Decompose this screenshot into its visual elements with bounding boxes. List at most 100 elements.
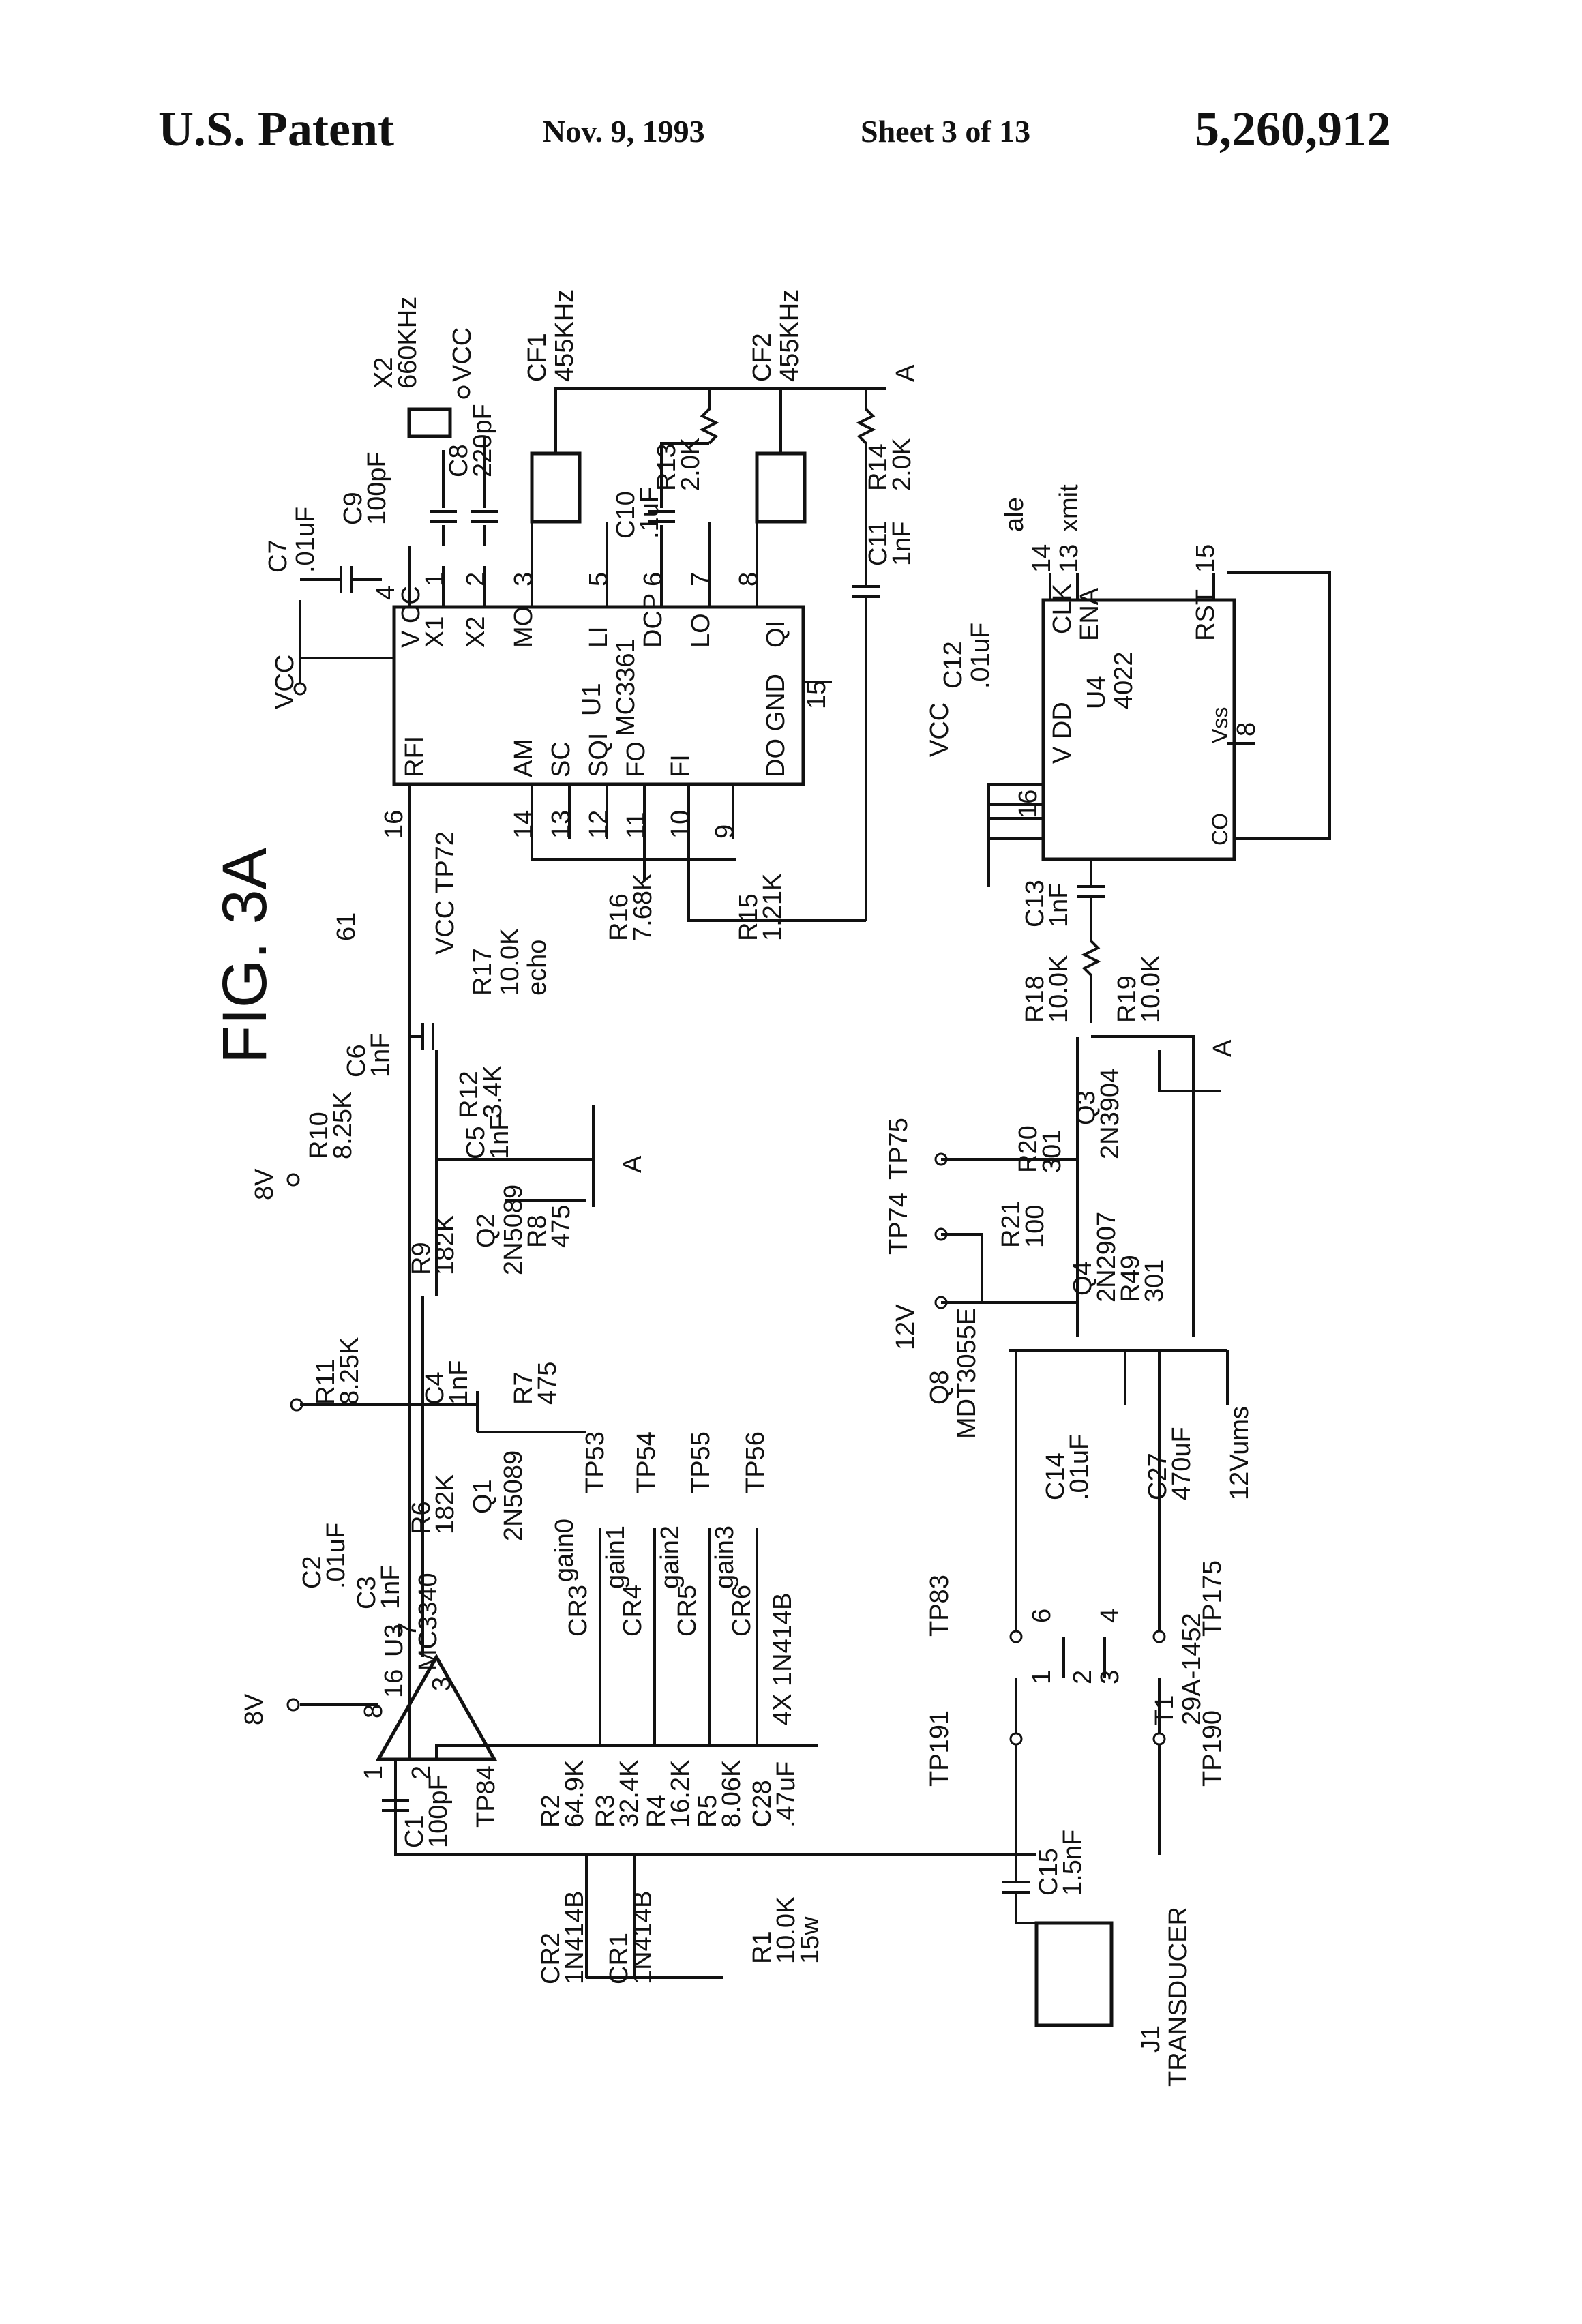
u1-do-gnd: DO GND (762, 674, 790, 777)
u4-pin-15: 15 (1191, 544, 1220, 573)
c1-value: 100pF (424, 1774, 453, 1848)
c13-label: C13 (1021, 880, 1049, 927)
r10-label: R10 (305, 1112, 333, 1159)
12v-label: 12V (891, 1304, 920, 1350)
c9-capacitor (430, 450, 457, 546)
c8-capacitor (471, 436, 498, 546)
q3-part: 2N3904 (1096, 1069, 1124, 1159)
driver-traces (941, 1035, 1221, 1337)
vcc-top-terminal (457, 385, 471, 399)
c5-value: 1nF (486, 1115, 514, 1159)
u1-x2: X2 (462, 616, 490, 648)
r10-value: 8.25K (329, 1092, 357, 1159)
filter-traces (531, 387, 886, 566)
u3-pin-1: 1 (359, 1766, 388, 1780)
r21-value: 100 (1021, 1205, 1049, 1248)
r11-value: 8.25K (335, 1337, 364, 1405)
gain1-label: gain1 (601, 1525, 630, 1589)
patent-number: 5,260,912 (1195, 102, 1391, 156)
cr2-label: CR2 (537, 1933, 565, 1984)
xmit-label: xmit (1055, 484, 1084, 532)
c28-value: .47uF (772, 1761, 801, 1828)
cr4-label: CR4 (618, 1585, 647, 1637)
r13-label: R13 (653, 443, 681, 491)
u4-chip (1041, 598, 1236, 861)
cf1-filter (530, 451, 582, 524)
cf2-label: CF2 (748, 333, 777, 382)
r49-label: R49 (1116, 1255, 1145, 1302)
r1-power: 15w (796, 1916, 824, 1964)
c15-label: C15 (1034, 1848, 1063, 1896)
u1-pin-7: 7 (687, 572, 715, 586)
r3-label: R3 (591, 1794, 620, 1828)
u1-pin-10: 10 (666, 810, 695, 839)
c2-value: .01uF (322, 1523, 350, 1589)
tp74-label: TP74 (884, 1193, 913, 1255)
r2-label: R2 (537, 1794, 565, 1828)
c6-capacitor (409, 1023, 434, 1050)
u1-pin-8: 8 (734, 572, 763, 586)
c14-value: .01uF (1065, 1434, 1094, 1500)
r16-label: R16 (605, 893, 633, 941)
sheet-number: Sheet 3 of 13 (861, 114, 1031, 149)
u1-pin-3: 3 (509, 572, 538, 586)
j1-connector (1034, 1921, 1114, 2027)
u4-left-pins (987, 783, 1043, 887)
c7-label: C7 (264, 539, 293, 573)
u4-vdd: V DD (1048, 702, 1077, 764)
t1-pin-2: 2 (1069, 1670, 1097, 1684)
patent-label: U.S. Patent (158, 102, 394, 156)
r19-value: 10.0K (1137, 955, 1165, 1023)
cr1-label: CR1 (605, 1933, 633, 1984)
t1-pin-6: 6 (1028, 1609, 1056, 1623)
c1-label: C1 (400, 1815, 429, 1848)
u1-pin-6: 6 (639, 572, 668, 586)
c5-label: C5 (462, 1126, 490, 1159)
u3-pin-7: 7 (393, 1622, 422, 1637)
c9-label: C9 (339, 492, 368, 525)
gnd-a-q3: A (1208, 1039, 1237, 1057)
r20-label: R20 (1014, 1125, 1043, 1173)
c6-value: 1nF (366, 1033, 395, 1077)
r7-value: 475 (533, 1362, 562, 1405)
q1-stage-traces (300, 1296, 586, 1568)
diodes-4x-label: 4X 1N414B (768, 1593, 797, 1725)
u4-pin-16: 16 (1014, 790, 1043, 818)
c3-label: C3 (353, 1576, 381, 1609)
u1-dcp: DCP (639, 593, 668, 648)
u1-vcc: V CC (397, 586, 426, 648)
x2-label: X2 (370, 357, 398, 389)
vcc-u1-trace (299, 600, 394, 689)
u1-name: U1 (578, 683, 606, 716)
u1-pin-9: 9 (711, 824, 739, 839)
r4-label: R4 (642, 1794, 671, 1828)
u1-pin-5: 5 (584, 572, 613, 586)
t1-pin-3: 3 (1096, 1670, 1124, 1684)
r18-value: 10.0K (1045, 955, 1073, 1023)
12vums-label: 12Vums (1225, 1406, 1254, 1500)
r7-label: R7 (509, 1371, 538, 1405)
u3-pin-16: 16 (380, 1669, 408, 1698)
q4-part: 2N2907 (1092, 1212, 1121, 1302)
u4-clk: CLK (1048, 584, 1077, 634)
u1-left-traces (531, 839, 866, 922)
x2-value: 660KHz (393, 297, 422, 389)
r4-value: 16.2K (666, 1760, 695, 1828)
r14-resistor (856, 389, 876, 586)
c7-capacitor (300, 566, 382, 593)
u1-am: AM (509, 739, 538, 777)
u1-lo: LO (687, 613, 715, 648)
t1-windings (1015, 1534, 1161, 1855)
c28-label: C28 (748, 1780, 777, 1828)
r6-value: 182K (431, 1474, 460, 1534)
8v-b-terminal (286, 1698, 300, 1712)
cf1-label: CF1 (523, 333, 552, 382)
t1-pin-4: 4 (1096, 1609, 1124, 1623)
u4-ena: ENA (1075, 587, 1104, 641)
c14-label: C14 (1041, 1452, 1070, 1500)
echo-label: echo (523, 940, 552, 996)
c13-value: 1nF (1045, 883, 1073, 927)
c27-value: 470uF (1167, 1427, 1196, 1500)
u1-pin-2: 2 (462, 572, 490, 586)
